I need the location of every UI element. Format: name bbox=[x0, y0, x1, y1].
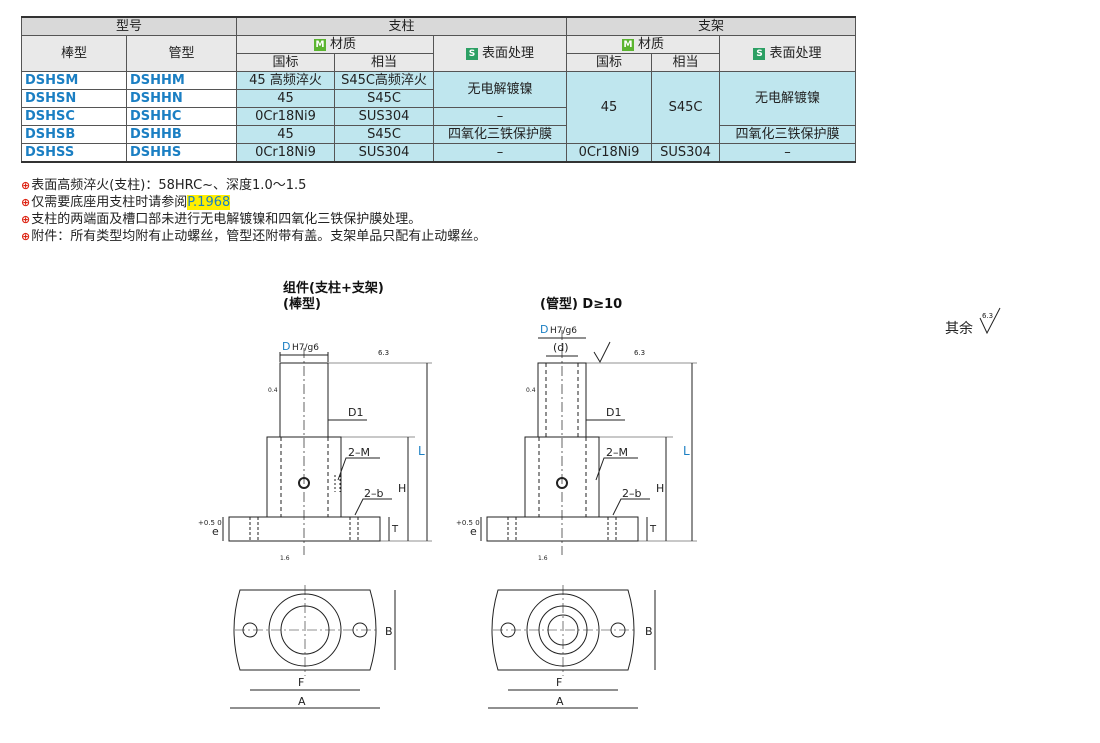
model-rod: DSHSB bbox=[21, 125, 127, 144]
note-item: ⊕表面高频淬火(支柱)：58HRC~、深度1.0～1.5 bbox=[21, 177, 486, 194]
post-gb: 45 bbox=[236, 125, 335, 144]
bracket-gb: 45 bbox=[566, 71, 652, 144]
dim-A: A bbox=[556, 695, 564, 708]
note-text: 附件：所有类型均附有止动螺丝，管型还附带有盖。支架单品只配有止动螺丝。 bbox=[31, 229, 487, 244]
post-equiv: SUS304 bbox=[334, 143, 434, 163]
bracket-equiv: SUS304 bbox=[651, 143, 720, 163]
info-icon: ⊕ bbox=[21, 179, 31, 192]
header-post: 支柱 bbox=[236, 16, 567, 36]
dim-b: 2–b bbox=[364, 487, 383, 500]
post-gb: 0Cr18Ni9 bbox=[236, 107, 335, 126]
drawing-title-tube: (管型) D≥10 bbox=[540, 297, 623, 312]
post-gb: 45 高频淬火 bbox=[236, 71, 335, 90]
dim-d: (d) bbox=[553, 341, 569, 354]
dim-e: e bbox=[212, 525, 219, 538]
rod-front-view bbox=[222, 348, 432, 555]
post-surface: 四氧化三铁保护膜 bbox=[433, 125, 567, 144]
material-badge-icon: M bbox=[621, 38, 634, 51]
dim-L: L bbox=[683, 444, 690, 458]
dim-H: H bbox=[656, 482, 664, 495]
dim-D1: D1 bbox=[606, 406, 621, 419]
dim-tol: +0.5 0 bbox=[198, 519, 222, 527]
surface-label: 表面处理 bbox=[481, 46, 534, 61]
sub-equiv: 相当 bbox=[651, 53, 720, 72]
dim-fit: H7/g6 bbox=[550, 326, 577, 336]
dim-F: F bbox=[556, 676, 562, 689]
model-rod: DSHSS bbox=[21, 143, 127, 163]
model-rod: DSHSM bbox=[21, 71, 127, 90]
dim-e: e bbox=[470, 525, 477, 538]
dim-H: H bbox=[398, 482, 406, 495]
dim-D: D bbox=[540, 323, 548, 336]
bracket-surface: 四氧化三铁保护膜 bbox=[719, 125, 856, 144]
post-equiv: SUS304 bbox=[334, 107, 434, 126]
notes: ⊕表面高频淬火(支柱)：58HRC~、深度1.0～1.5 ⊕仅需要底座用支柱时请… bbox=[21, 177, 486, 245]
drawing-title-rod: 组件(支柱+支架) bbox=[283, 281, 384, 296]
note-text: 表面高频淬火(支柱)：58HRC~、深度1.0～1.5 bbox=[31, 178, 307, 193]
surface-badge-icon: S bbox=[753, 47, 766, 60]
info-icon: ⊕ bbox=[21, 230, 31, 243]
note-text: 支柱的两端面及槽口部未进行无电解镀镍和四氧化三铁保护膜处理。 bbox=[31, 212, 422, 227]
dim-M: 2–M bbox=[606, 446, 628, 459]
header-model: 型号 bbox=[21, 16, 237, 36]
rough-value: 6.3 bbox=[378, 349, 389, 357]
note-item: ⊕仅需要底座用支柱时请参阅P.1968 bbox=[21, 194, 486, 211]
bracket-equiv: S45C bbox=[651, 71, 720, 144]
sub-gb: 国标 bbox=[236, 53, 335, 72]
rough-value: 6.3 bbox=[634, 349, 645, 357]
material-label: 材质 bbox=[329, 37, 356, 52]
dim-B: B bbox=[385, 625, 393, 638]
info-icon: ⊕ bbox=[21, 196, 31, 209]
post-surface: 无电解镀镍 bbox=[433, 71, 567, 108]
dim-F: F bbox=[298, 676, 304, 689]
post-gb: 0Cr18Ni9 bbox=[236, 143, 335, 163]
header-bracket: 支架 bbox=[566, 16, 856, 36]
dim-fit: H7/g6 bbox=[292, 343, 319, 353]
drawing-subtitle-rod: (棒型) bbox=[283, 297, 321, 312]
rod-top-view bbox=[230, 585, 396, 709]
dim-b: 2–b bbox=[622, 487, 641, 500]
dim-L: L bbox=[418, 444, 425, 458]
page-link[interactable]: P.1968 bbox=[187, 195, 231, 210]
tube-front-view bbox=[480, 330, 697, 555]
surface-label: 表面处理 bbox=[769, 46, 822, 61]
dim-M: 2–M bbox=[348, 446, 370, 459]
bracket-surface: – bbox=[719, 143, 856, 163]
surface-badge-icon: S bbox=[465, 47, 478, 60]
header-tube: 管型 bbox=[126, 35, 237, 72]
dim-T: T bbox=[649, 524, 657, 535]
rough-16: 1.6 bbox=[538, 555, 548, 562]
info-icon: ⊕ bbox=[21, 213, 31, 226]
material-badge-icon: M bbox=[313, 38, 326, 51]
post-equiv: S45C bbox=[334, 89, 434, 108]
roughness-symbol-icon bbox=[979, 307, 1001, 335]
dim-D1: D1 bbox=[348, 406, 363, 419]
bracket-surface: 无电解镀镍 bbox=[719, 71, 856, 126]
note-text: 仅需要底座用支柱时请参阅 bbox=[31, 195, 188, 210]
rough-value: 6.3 bbox=[982, 312, 993, 320]
post-equiv: S45C bbox=[334, 125, 434, 144]
post-surface: – bbox=[433, 143, 567, 163]
rough-04: 0.4 bbox=[526, 387, 536, 394]
dim-tol: +0.5 0 bbox=[456, 519, 480, 527]
material-label: 材质 bbox=[637, 37, 664, 52]
bracket-gb: 0Cr18Ni9 bbox=[566, 143, 652, 163]
dim-D: D bbox=[282, 340, 290, 353]
note-item: ⊕附件：所有类型均附有止动螺丝，管型还附带有盖。支架单品只配有止动螺丝。 bbox=[21, 228, 486, 245]
dim-T: T bbox=[391, 524, 399, 535]
note-item: ⊕支柱的两端面及槽口部未进行无电解镀镍和四氧化三铁保护膜处理。 bbox=[21, 211, 486, 228]
rough-04: 0.4 bbox=[268, 387, 278, 394]
sub-equiv: 相当 bbox=[334, 53, 434, 72]
dim-A: A bbox=[298, 695, 306, 708]
rest-roughness-label: 其余 bbox=[945, 321, 973, 337]
rough-16: 1.6 bbox=[280, 555, 290, 562]
tube-top-view bbox=[488, 585, 656, 709]
dim-B: B bbox=[645, 625, 653, 638]
